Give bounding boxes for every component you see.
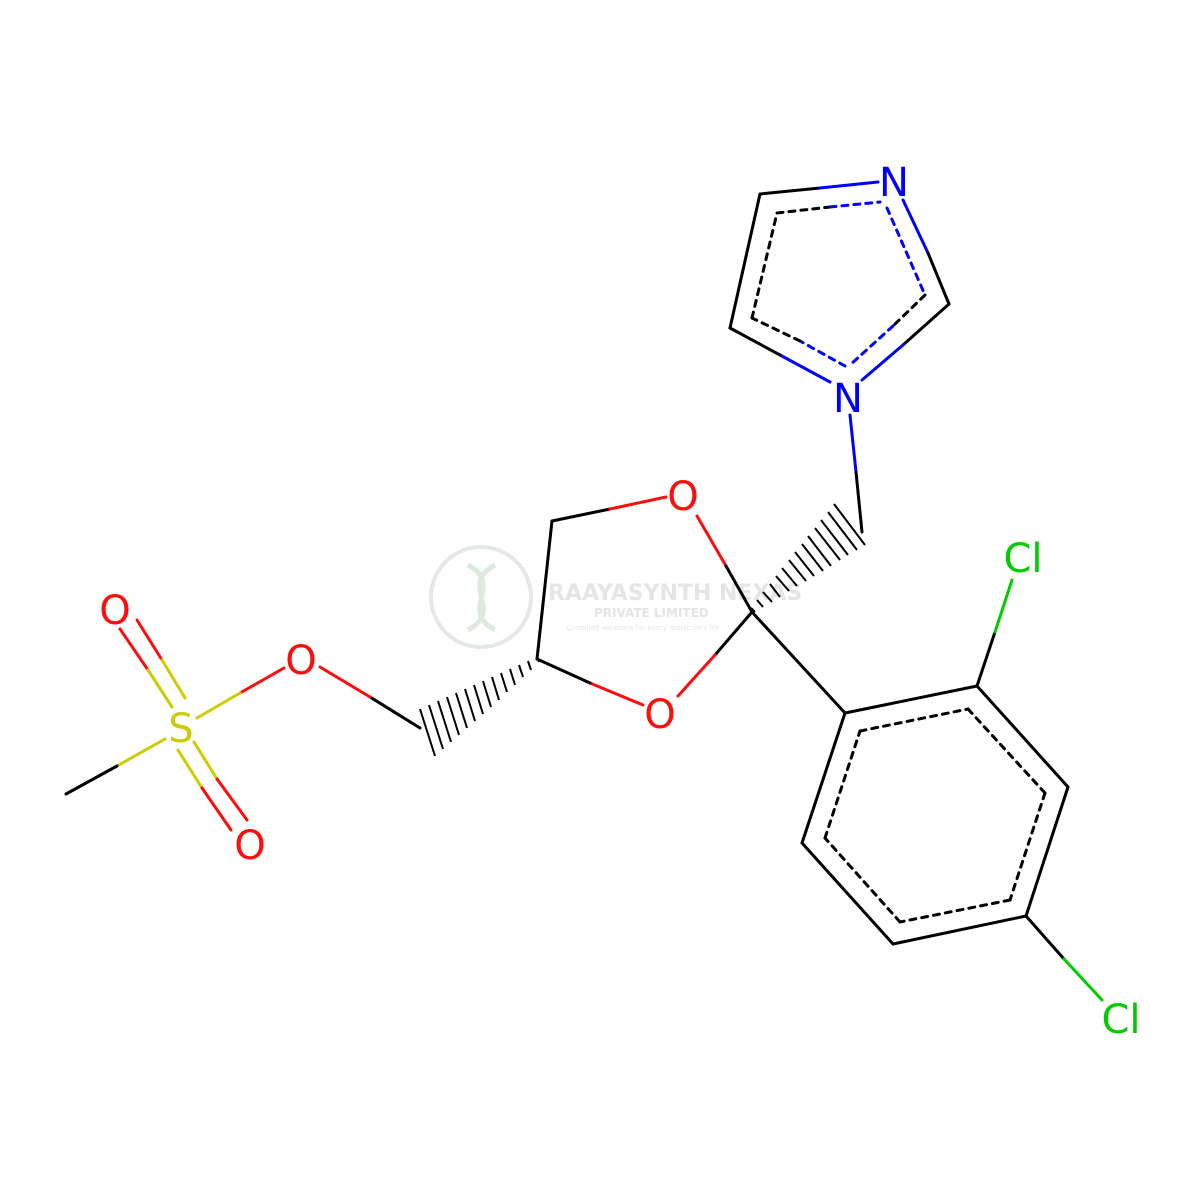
atom-sulfur: S xyxy=(168,706,193,752)
atom-chlorine: Cl xyxy=(1101,997,1140,1043)
bond-ch2-o xyxy=(318,665,372,699)
bond-n-c xyxy=(901,198,930,255)
watermark-tagline: Complete solutions for every molecule's … xyxy=(566,624,720,632)
watermark: RAAYASYNTH NEXAS PRIVATE LIMITED Complet… xyxy=(429,545,802,649)
atom-nitrogen: N xyxy=(879,160,909,206)
bond-c-o xyxy=(713,610,754,657)
bond-aromatic xyxy=(843,684,979,715)
bond-c-cl xyxy=(993,578,1014,634)
aromatic-bond xyxy=(823,729,862,840)
bond-o-c xyxy=(588,681,645,707)
bond-s-o-double xyxy=(118,627,150,672)
hashed-wedge-ch2 xyxy=(419,656,540,757)
bond-s-o-double xyxy=(200,786,233,832)
bond-c-o xyxy=(550,507,612,523)
bond-o-c xyxy=(535,657,592,685)
watermark-company: RAAYASYNTH NEXAS xyxy=(548,581,802,606)
bond-n-c xyxy=(778,353,832,384)
atom-chlorine: Cl xyxy=(1003,536,1042,582)
bond-n-c xyxy=(926,251,951,306)
atom-oxygen: O xyxy=(285,638,316,684)
bond-o-c xyxy=(724,564,754,614)
bond-c-phenyl xyxy=(750,610,847,715)
bond-c-n xyxy=(901,302,951,347)
bond-s-o-double xyxy=(192,740,219,781)
bond-n-c xyxy=(728,326,782,357)
atom-nitrogen: N xyxy=(833,376,863,422)
atom-oxygen: O xyxy=(234,823,265,869)
bond-c-c xyxy=(758,186,822,196)
aromatic-bond xyxy=(898,898,1012,924)
aromatic-bond xyxy=(750,316,802,343)
bond-c-o xyxy=(676,653,717,698)
aromatic-bond xyxy=(775,205,832,215)
bond-c-cl xyxy=(1024,914,1066,961)
aromatic-bond xyxy=(750,211,779,320)
bond-s-o-double xyxy=(215,777,249,822)
aromatic-bond xyxy=(823,836,902,924)
bond-c-c xyxy=(535,519,554,661)
bond-c-o xyxy=(608,495,668,511)
aromatic-bond xyxy=(798,339,847,368)
bonds xyxy=(64,180,1104,1002)
bond-c-n xyxy=(860,343,905,382)
aromatic-bond xyxy=(1008,791,1047,902)
bond-c-cl xyxy=(1062,957,1104,1002)
aromatic-bond xyxy=(966,707,1047,795)
bond-aromatic xyxy=(975,684,1070,789)
atom-oxygen: O xyxy=(644,692,675,738)
aromatic-bond xyxy=(828,200,882,209)
bond-aromatic xyxy=(1024,785,1070,918)
bond-o-c xyxy=(695,514,728,568)
atom-oxygen: O xyxy=(99,588,130,634)
bond-s-o-double xyxy=(160,658,187,700)
bond-s-o-double xyxy=(176,748,204,790)
bond-aromatic xyxy=(800,711,847,845)
bond-o-s xyxy=(238,666,286,695)
aromatic-bond xyxy=(858,707,970,733)
bond-n-ch2 xyxy=(848,413,858,474)
aromatic-bond xyxy=(891,293,927,328)
bond-ch2-o xyxy=(368,695,422,730)
bond-s-methyl xyxy=(64,764,119,796)
hashed-wedge-quaternary xyxy=(750,503,866,613)
bond-s-methyl xyxy=(115,737,167,768)
bond-s-o-double xyxy=(135,618,164,662)
bond-o-s xyxy=(195,691,242,720)
bond-c-n xyxy=(818,180,880,190)
bond-s-o-double xyxy=(146,668,174,709)
bond-c-c xyxy=(728,192,762,330)
bond-n-ch2 xyxy=(854,470,864,534)
bond-aromatic xyxy=(891,914,1028,946)
aromatic-bond xyxy=(885,206,927,297)
aromatic-bond xyxy=(848,324,895,367)
watermark-subtitle: PRIVATE LIMITED xyxy=(594,606,709,620)
bond-aromatic xyxy=(800,841,895,946)
watermark-helix-icon xyxy=(466,562,497,633)
watermark-logo-icon xyxy=(429,545,533,649)
atom-oxygen: O xyxy=(667,474,698,520)
bond-c-cl xyxy=(975,630,997,688)
atom-labels: N N O O O O O S Cl Cl xyxy=(99,160,1140,1043)
